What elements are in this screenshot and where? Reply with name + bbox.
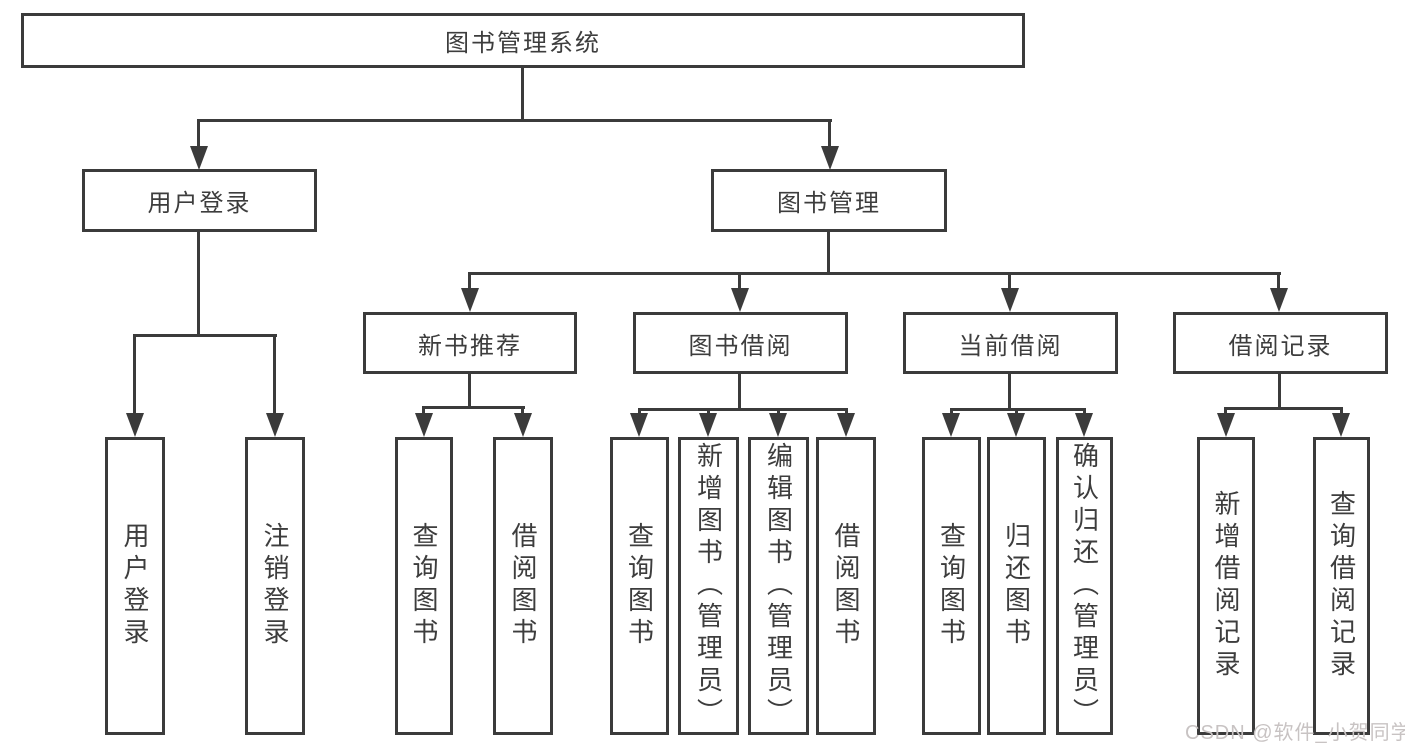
arrow-down-icon [942, 413, 960, 437]
arrow-down-icon [630, 413, 648, 437]
node-label: 图书管理 [777, 190, 881, 217]
arrow-down-icon [415, 413, 433, 437]
connector-line [777, 408, 780, 416]
node-label: 当前借阅 [958, 332, 1063, 360]
arrow-down-icon [514, 413, 532, 437]
node-label: 查询借阅记录 [1326, 490, 1357, 682]
connector-line [133, 334, 136, 415]
node-new-book-recommend: 新书推荐 [363, 312, 577, 374]
arrow-down-icon [190, 146, 208, 170]
node-label: 借阅图书 [508, 522, 538, 650]
leaf-return-book: 归还图书 [987, 437, 1046, 735]
connector-line [638, 408, 848, 411]
leaf-borrow-book: 借阅图书 [816, 437, 876, 735]
connector-line [273, 334, 276, 415]
arrow-down-icon [1075, 413, 1093, 437]
arrow-down-icon [126, 413, 144, 437]
leaf-logout: 注销登录 [245, 437, 305, 735]
node-book-borrow: 图书借阅 [633, 312, 848, 374]
connector-line [827, 232, 830, 275]
node-label: 查询图书 [624, 522, 655, 650]
watermark: CSDN @软件_小贺同学 [1185, 722, 1405, 744]
arrow-down-icon [699, 413, 717, 437]
connector-line [1278, 374, 1281, 410]
node-label: 用户登录 [147, 190, 252, 217]
leaf-confirm-return-admin: 确认归还（管理员） [1056, 437, 1113, 735]
node-label: 归还图书 [1001, 522, 1032, 650]
connector-line [950, 408, 1086, 411]
connector-line [197, 119, 200, 147]
connector-line [638, 408, 641, 416]
leaf-user-login: 用户登录 [105, 437, 165, 735]
node-label: 确认归还（管理员） [1069, 442, 1100, 730]
arrow-down-icon [731, 288, 749, 312]
arrow-down-icon [1270, 288, 1288, 312]
connector-line [521, 406, 524, 416]
node-label: 新书推荐 [418, 332, 522, 360]
arrow-down-icon [1332, 413, 1350, 437]
leaf-query-book-recommend: 查询图书 [395, 437, 453, 735]
arrow-down-icon [1007, 413, 1025, 437]
node-label: 查询图书 [409, 522, 439, 650]
connector-line [422, 406, 425, 416]
connector-line [1224, 407, 1227, 416]
node-label: 查询图书 [936, 522, 967, 650]
connector-line [1015, 408, 1018, 416]
connector-line [521, 68, 524, 121]
arrow-down-icon [1001, 288, 1019, 312]
node-current-borrow: 当前借阅 [903, 312, 1118, 374]
arrow-down-icon [769, 413, 787, 437]
connector-line [1340, 407, 1343, 416]
connector-line [738, 272, 741, 290]
connector-line [469, 272, 1281, 275]
leaf-query-book-current: 查询图书 [922, 437, 981, 735]
connector-line [197, 232, 200, 336]
connector-line [950, 408, 953, 416]
connector-line [134, 334, 277, 337]
connector-line [423, 406, 525, 409]
connector-line [468, 374, 471, 409]
node-label: 编辑图书（管理员） [763, 442, 794, 730]
leaf-add-book-admin: 新增图书（管理员） [678, 437, 739, 735]
node-label: 图书借阅 [688, 332, 793, 360]
arrow-down-icon [837, 413, 855, 437]
connector-line [707, 408, 710, 416]
node-label: 借阅记录 [1228, 332, 1333, 360]
node-label: 借阅图书 [831, 522, 861, 650]
leaf-edit-book-admin: 编辑图书（管理员） [748, 437, 809, 735]
connector-line [1008, 374, 1011, 411]
node-label: 新增借阅记录 [1211, 490, 1241, 682]
node-label: 新增图书（管理员） [693, 442, 724, 730]
arrow-down-icon [821, 146, 839, 170]
node-label: 用户登录 [120, 522, 150, 650]
node-book-management: 图书管理 [711, 169, 947, 232]
leaf-query-book-borrow: 查询图书 [610, 437, 669, 735]
connector-line [1083, 408, 1086, 416]
leaf-add-borrow-record: 新增借阅记录 [1197, 437, 1255, 735]
arrow-down-icon [1217, 413, 1235, 437]
connector-line [1277, 272, 1280, 290]
node-label: 注销登录 [260, 522, 290, 650]
connector-line [1008, 272, 1011, 290]
leaf-borrow-book-recommend: 借阅图书 [493, 437, 553, 735]
node-label: 图书管理系统 [445, 30, 601, 57]
arrow-down-icon [266, 413, 284, 437]
connector-line [845, 408, 848, 416]
node-user-login: 用户登录 [82, 169, 317, 232]
node-borrow-records: 借阅记录 [1173, 312, 1388, 374]
connector-line [468, 272, 471, 290]
connector-line [198, 119, 832, 122]
connector-line [738, 374, 741, 411]
leaf-query-borrow-record: 查询借阅记录 [1313, 437, 1370, 735]
connector-line [1225, 407, 1343, 410]
node-library-system: 图书管理系统 [21, 13, 1025, 68]
connector-line [828, 119, 831, 147]
arrow-down-icon [461, 288, 479, 312]
